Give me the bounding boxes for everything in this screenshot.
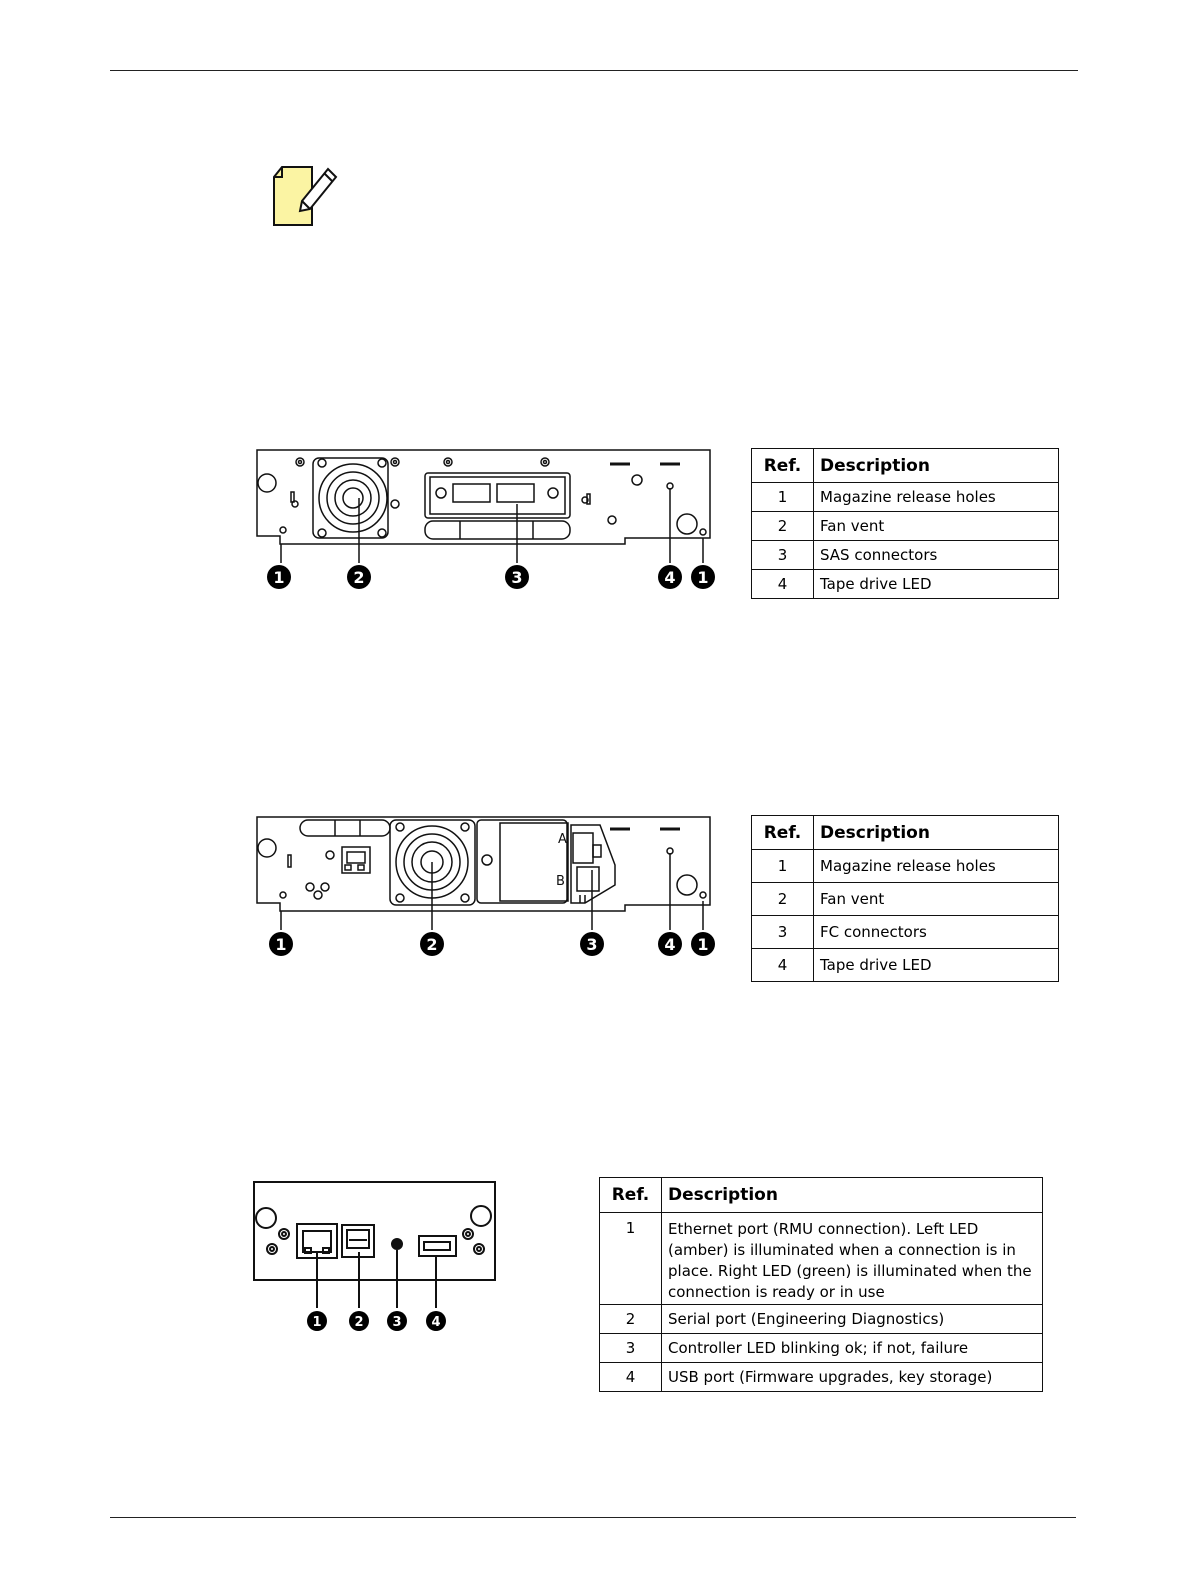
controller-module-diagram: 1 2 3 4 (252, 1180, 502, 1335)
fc-drive-rear-diagram: A B 1 2 3 4 1 (255, 815, 720, 960)
ref-cell: 2 (599, 1304, 662, 1334)
description-cell: Serial port (Engineering Diagnostics) (661, 1304, 1043, 1334)
ref-cell: 2 (751, 511, 814, 541)
description-cell: Magazine release holes (813, 849, 1059, 883)
callout-1b: 1 (697, 568, 708, 587)
description-cell: FC connectors (813, 915, 1059, 949)
ref-cell: 4 (751, 569, 814, 599)
ref-cell: 1 (751, 849, 814, 883)
description-cell: Tape drive LED (813, 569, 1059, 599)
col-header-description: Description (813, 448, 1059, 483)
callout-2: 2 (354, 1315, 363, 1330)
callout-4: 4 (431, 1315, 440, 1330)
col-header-description: Description (813, 815, 1059, 850)
callout-2: 2 (426, 935, 437, 954)
callout-3: 3 (586, 935, 597, 954)
description-cell: Magazine release holes (813, 482, 1059, 512)
sas-drive-rear-diagram: 1 2 3 4 1 (255, 448, 720, 593)
callout-1b: 1 (697, 935, 708, 954)
callout-3: 3 (392, 1315, 401, 1330)
callout-4: 4 (664, 568, 675, 587)
description-cell: Controller LED blinking ok; if not, fail… (661, 1333, 1043, 1363)
callout-2: 2 (353, 568, 364, 587)
col-header-ref: Ref. (751, 815, 814, 850)
header-rule (110, 70, 1078, 71)
ref-cell: 1 (599, 1212, 662, 1305)
description-cell: Fan vent (813, 882, 1059, 916)
description-cell: Tape drive LED (813, 948, 1059, 982)
ref-cell: 3 (599, 1333, 662, 1363)
description-cell: SAS connectors (813, 540, 1059, 570)
callout-4: 4 (664, 935, 675, 954)
ref-cell: 1 (751, 482, 814, 512)
col-header-description: Description (661, 1177, 1043, 1213)
ref-cell: 4 (599, 1362, 662, 1392)
col-header-ref: Ref. (751, 448, 814, 483)
description-cell: USB port (Firmware upgrades, key storage… (661, 1362, 1043, 1392)
ref-cell: 3 (751, 915, 814, 949)
ref-cell: 3 (751, 540, 814, 570)
port-label-a: A (558, 832, 567, 847)
callout-1a: 1 (273, 568, 284, 587)
footer-rule (110, 1517, 1076, 1518)
callout-3: 3 (511, 568, 522, 587)
callout-1: 1 (312, 1315, 321, 1330)
ref-cell: 4 (751, 948, 814, 982)
port-label-b: B (556, 874, 565, 889)
col-header-ref: Ref. (599, 1177, 662, 1213)
description-cell: Ethernet port (RMU connection). Left LED… (661, 1212, 1043, 1305)
ref-cell: 2 (751, 882, 814, 916)
description-cell: Fan vent (813, 511, 1059, 541)
note-pencil-icon (270, 165, 342, 234)
callout-1a: 1 (275, 935, 286, 954)
